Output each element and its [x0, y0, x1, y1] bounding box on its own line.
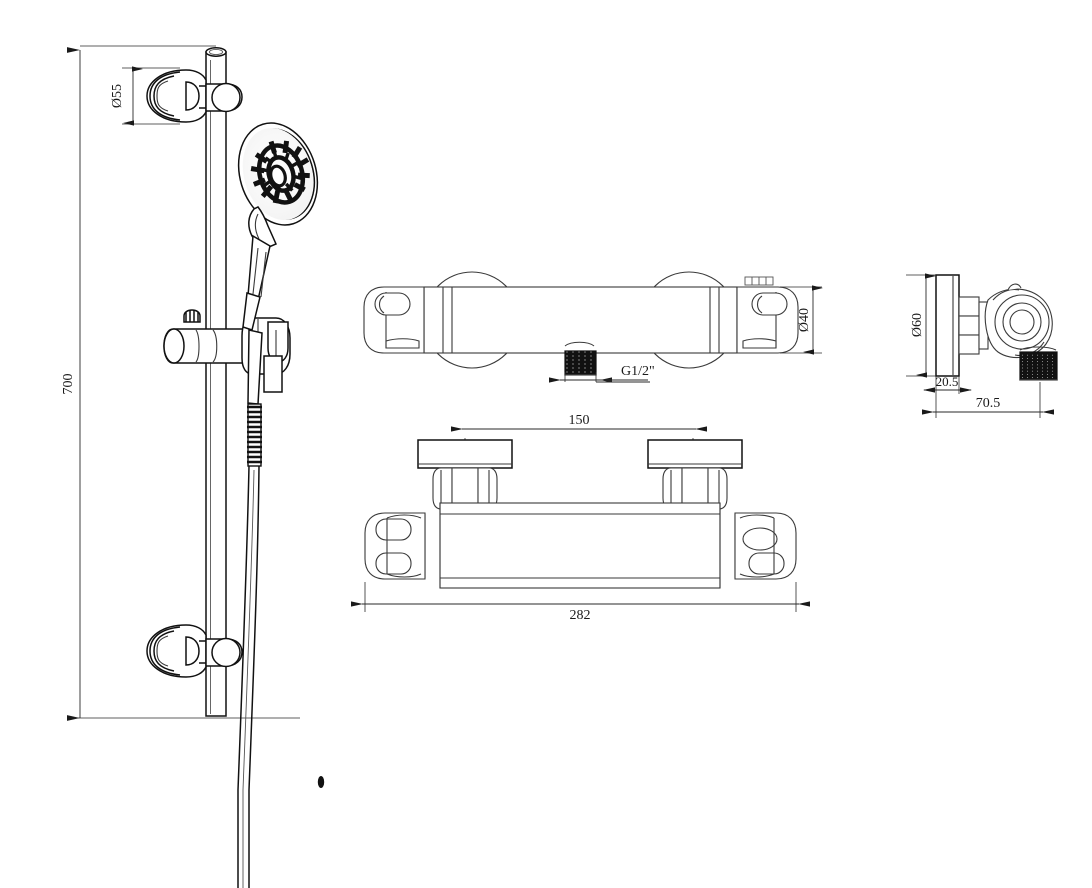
valve-body	[423, 286, 738, 354]
view-valve-side-view: Ø60 20.5 70.5	[906, 273, 1058, 418]
wall-union-right-top	[734, 512, 797, 580]
hose-end-marker	[317, 776, 325, 788]
valve-body-top	[424, 502, 736, 589]
dimension-label-dia55: Ø55	[110, 84, 125, 108]
flexible-hose	[237, 329, 325, 888]
dimension-outlet-thread: G1/2"	[549, 364, 655, 383]
hand-shower-head	[237, 122, 320, 331]
dimension-label-dia40: Ø40	[797, 308, 812, 332]
dimension-label-70-5: 70.5	[976, 396, 1001, 411]
wall-bracket-upper	[146, 69, 243, 123]
wall-union-left-top	[364, 512, 426, 580]
dimension-label-150: 150	[569, 413, 590, 428]
view-slide-rail-elevation: 700 Ø55	[61, 45, 325, 888]
dimension-bracket-diameter: Ø55	[110, 66, 180, 126]
outlet-thread-front	[564, 341, 597, 376]
inlet-union-side	[958, 296, 989, 355]
dimension-valve-diameter: Ø40	[780, 285, 823, 355]
dimension-overall-depth: 70.5	[922, 382, 1054, 418]
adjustable-slider-bracket	[163, 309, 291, 393]
dimension-rail-height: 700	[61, 45, 300, 721]
dimension-escutcheon-depth: 20.5	[923, 374, 972, 394]
view-valve-front-elevation: G1/2" Ø40	[363, 271, 823, 383]
escutcheon-plate	[935, 274, 960, 377]
wall-bracket-lower	[146, 624, 243, 678]
view-valve-top-view: 150	[351, 413, 810, 623]
dimension-label-20-5: 20.5	[936, 374, 959, 389]
dimension-label-dia60: Ø60	[910, 313, 925, 337]
hose-ribbed-section	[247, 403, 262, 467]
outlet-thread-side	[1019, 346, 1058, 381]
inlet-escutcheon-right	[647, 439, 743, 469]
wall-union-right	[736, 276, 799, 354]
dimension-label-282: 282	[570, 608, 591, 623]
valve-body-side	[984, 283, 1053, 359]
dimension-overall-width: 282	[351, 582, 810, 623]
dimension-escutcheon-dia: Ø60	[906, 273, 936, 378]
slide-rail	[205, 47, 227, 717]
dimension-label-g-half: G1/2"	[621, 364, 655, 379]
union-rib-detail	[744, 276, 774, 286]
wall-union-left	[363, 286, 425, 354]
dimension-label-700: 700	[61, 374, 76, 395]
inlet-escutcheon-left	[417, 439, 513, 469]
